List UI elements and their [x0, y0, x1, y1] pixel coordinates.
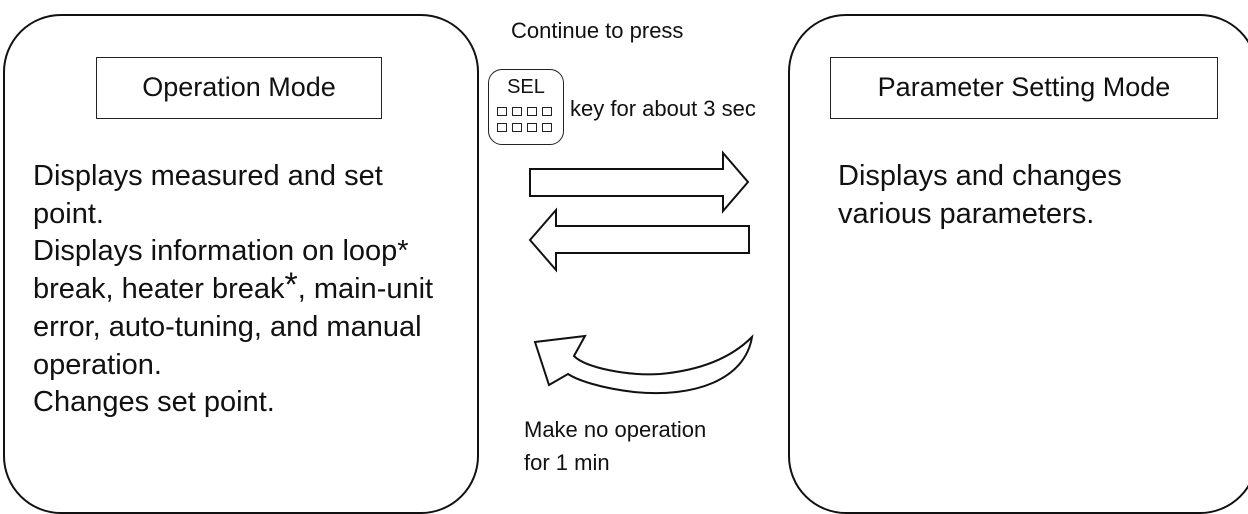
description-text: , main-unit [297, 273, 434, 306]
display-segments-icon [497, 107, 552, 116]
transition-arrows [528, 150, 754, 395]
description-line: operation. [33, 348, 162, 381]
description-line: Displays and changes [838, 160, 1122, 192]
description-line: various parameters. [838, 197, 1095, 230]
parameter-setting-mode-panel: Parameter Setting Mode Displays and chan… [788, 14, 1248, 514]
operation-mode-description: Displays measured and set point. Display… [33, 158, 433, 422]
continue-to-press-label: Continue to press [511, 18, 684, 43]
key-duration-label: key for about 3 sec [570, 96, 756, 121]
description-line: error, auto-tuning, and manual [33, 310, 422, 343]
operation-mode-title: Operation Mode [96, 57, 382, 119]
left-arrow-icon [528, 207, 750, 273]
description-text: break, heater break [33, 273, 285, 306]
parameter-setting-mode-title: Parameter Setting Mode [830, 57, 1218, 119]
description-line: point. [33, 197, 104, 230]
idle-label-line: Make no operation [524, 417, 707, 442]
display-segments-icon [497, 123, 552, 132]
sel-key-label: SEL [507, 76, 545, 98]
idle-timeout-label: Make no operation for 1 min [524, 413, 706, 479]
idle-label-line: for 1 min [524, 450, 610, 475]
sel-key-icon: SEL [488, 69, 564, 145]
operation-mode-panel: Operation Mode Displays measured and set… [3, 14, 479, 514]
footnote-star: * [284, 266, 298, 305]
description-line: Changes set point. [33, 386, 275, 419]
description-line: Displays measured and set [33, 160, 383, 192]
parameter-setting-mode-description: Displays and changes various parameters. [838, 158, 1122, 233]
description-line: Displays information on loop* [33, 235, 409, 268]
curved-return-arrow-icon [533, 334, 754, 395]
right-arrow-icon [529, 150, 750, 214]
description-line-heater: break, heater break*, main-unit [33, 268, 434, 309]
